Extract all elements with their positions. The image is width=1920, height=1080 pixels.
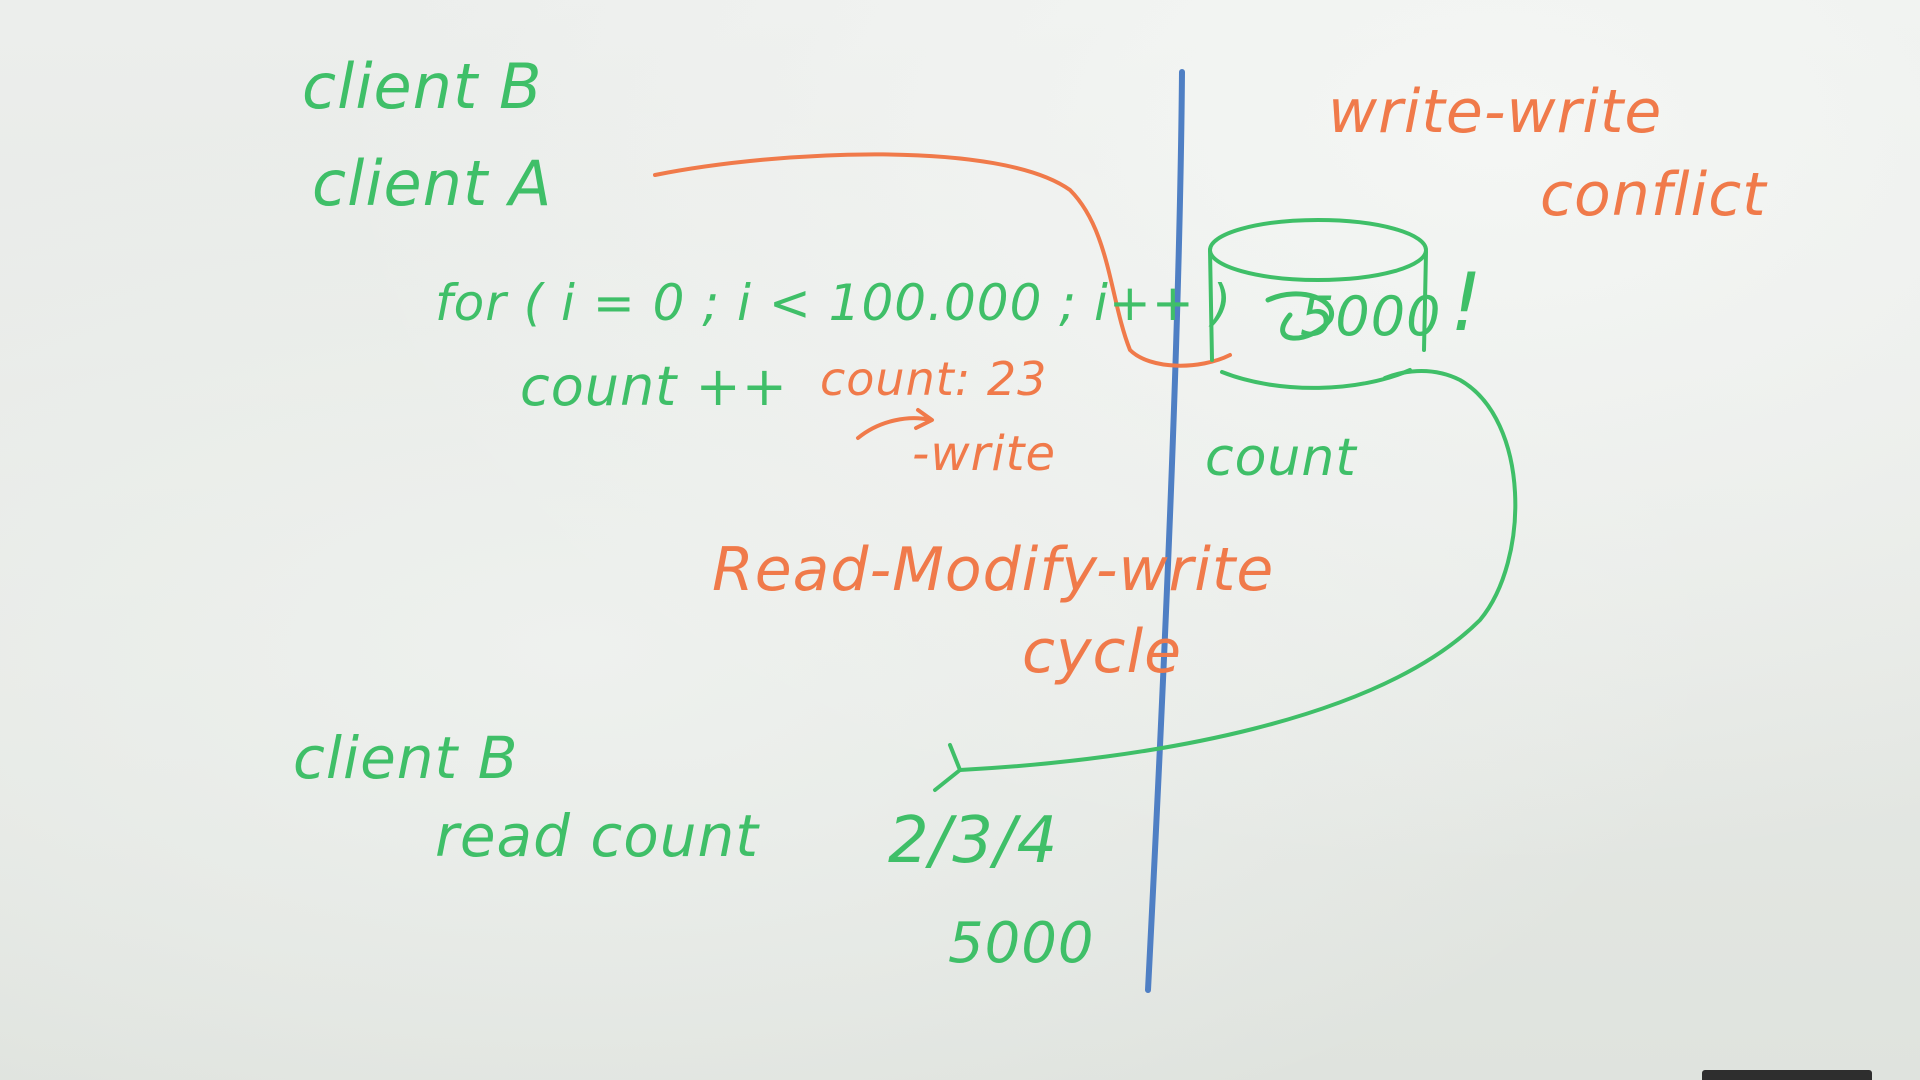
client-b-arrow <box>958 369 1518 772</box>
loop-statement: for ( i = 0 ; i < 100.000 ; i++ ) <box>435 274 1232 332</box>
db-exclamation: ! <box>1450 256 1483 349</box>
cycle-title-line2: cycle <box>1022 617 1182 687</box>
count-increment: count ++ <box>520 355 788 418</box>
db-value: 5000 <box>1300 285 1441 348</box>
conflict-title-line2: conflict <box>1540 160 1768 230</box>
client-b-top-label: client B <box>302 50 543 123</box>
read-result: 5000 <box>948 911 1095 976</box>
client-b-bottom-label: client B <box>293 724 519 792</box>
cycle-title-line1: Read-Modify-write <box>712 535 1274 605</box>
read-arrow-icon <box>856 408 934 440</box>
read-values: 2/3/4 <box>888 804 1058 878</box>
divider-line <box>1145 69 1185 993</box>
board-frame-corner <box>1702 1070 1872 1080</box>
count-read-annotation: count: 23 <box>820 352 1047 406</box>
db-count-label: count <box>1205 428 1357 488</box>
read-count-label: read count <box>435 802 760 870</box>
db-value-strike <box>1265 291 1335 341</box>
conflict-title-line1: write-write <box>1328 77 1662 147</box>
write-annotation: -write <box>912 426 1056 482</box>
arrowhead-icon <box>933 743 962 792</box>
client-a-label: client A <box>312 147 552 220</box>
client-a-arrow <box>653 152 1232 368</box>
